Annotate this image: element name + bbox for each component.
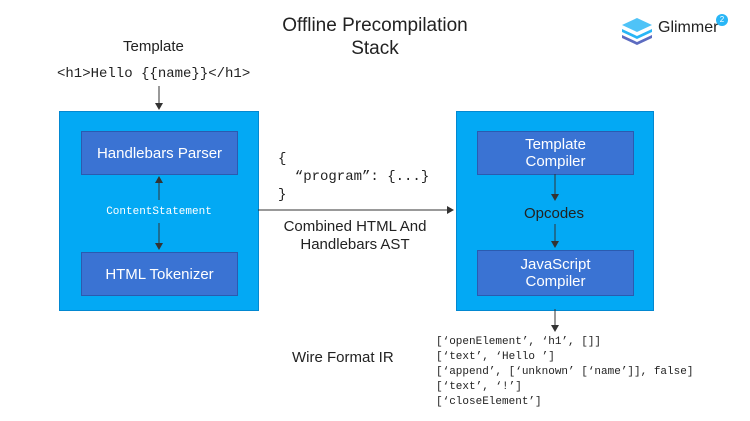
content-statement-label: ContentStatement [106,206,212,218]
template-compiler-line-1: Template [525,136,586,153]
logo-version-badge: 2 [716,14,728,26]
javascript-compiler-line-1: JavaScript [520,256,591,273]
title-line-1: Offline Precompilation [282,15,468,36]
ir-line: [‘text’, ‘!’] [436,381,522,393]
logo-text: Glimmer [658,19,719,36]
json-line: } [278,187,287,203]
handlebars-parser-label: Handlebars Parser [96,144,223,162]
ir-line: [‘text’, ‘Hello ’] [436,351,555,363]
glimmer-logo: Glimmer 2 [620,14,738,45]
wire-format-ir: [‘openElement’, ‘h1’, []] [‘text’, ‘Hell… [436,335,693,410]
wire-format-label: Wire Format IR [292,349,394,366]
html-tokenizer-box: HTML Tokenizer [81,252,238,296]
json-line: { [278,151,287,167]
stacked-layers-icon [622,18,652,45]
template-code: <h1>Hello {{name}}</h1> [57,66,251,82]
ir-line: [‘closeElement’] [436,396,542,408]
ast-label-line-2: Handlebars AST [300,236,410,253]
javascript-compiler-box: JavaScript Compiler [477,250,634,296]
javascript-compiler-line-2: Compiler [525,273,586,290]
handlebars-parser-box: Handlebars Parser [81,131,238,175]
ast-label: Combined HTML And Handlebars AST [262,218,448,254]
html-tokenizer-label: HTML Tokenizer [105,265,214,283]
title-line-2: Stack [351,38,399,59]
ast-label-line-1: Combined HTML And [283,218,427,235]
json-snippet: { “program”: {...} } [278,150,429,204]
template-label: Template [123,38,184,55]
ir-line: [‘openElement’, ‘h1’, []] [436,336,602,348]
template-compiler-box: Template Compiler [477,131,634,175]
ir-line: [‘append’, [‘unknown’ [‘name’]], false] [436,366,694,378]
diagram-title: Offline Precompilation Stack [225,14,525,60]
template-compiler-line-2: Compiler [525,153,586,170]
json-line: “program”: {...} [278,169,430,185]
opcodes-label: Opcodes [523,205,585,222]
